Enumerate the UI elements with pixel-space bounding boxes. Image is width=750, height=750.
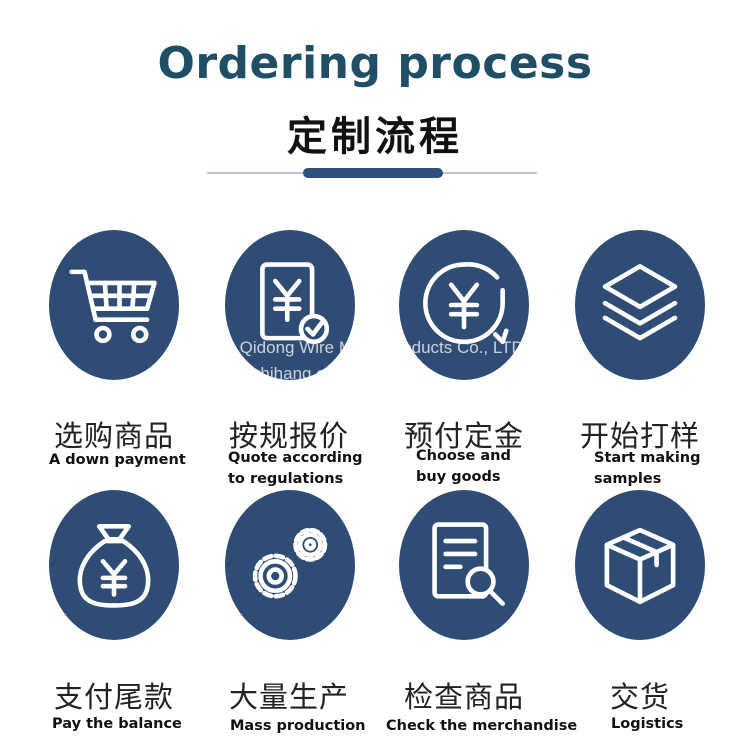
step-6-zh: 大量生产 bbox=[228, 680, 349, 714]
step-6-circle bbox=[225, 490, 355, 640]
shopping-cart-icon bbox=[69, 269, 157, 344]
watermark-url: https://apzhihang.en.china.cn/ bbox=[182, 364, 408, 383]
watermark: Anping Qidong Wire Mesh Products Co., LT… bbox=[182, 335, 524, 387]
step-1-circle-4 bbox=[575, 230, 705, 380]
page-title-en: Ordering process bbox=[157, 38, 593, 89]
step-4-en: Start making samples bbox=[594, 450, 701, 487]
step-3-zh: 预付定金 bbox=[403, 419, 524, 453]
step-4-zh: 开始打样 bbox=[579, 419, 700, 453]
gears-icon bbox=[252, 527, 328, 599]
step-1-circle-2 bbox=[225, 230, 355, 380]
step-2-zh: 按规报价 bbox=[228, 419, 349, 453]
step-1-circle bbox=[49, 230, 179, 380]
step-1-zh: 选购商品 bbox=[53, 419, 174, 453]
step-8-zh: 交货 bbox=[609, 680, 670, 714]
step-5-en: Pay the balance bbox=[52, 716, 182, 732]
step-8-circle bbox=[575, 490, 705, 640]
step-1-en: A down payment bbox=[49, 452, 186, 468]
step-7-en: Check the merchandise bbox=[386, 718, 578, 734]
step-8-en: Logistics bbox=[611, 716, 684, 732]
step-2-en: Quote according to regulations bbox=[228, 450, 363, 487]
step-5-circle bbox=[49, 490, 179, 640]
yuan-refresh-icon bbox=[423, 262, 509, 345]
layers-icon bbox=[602, 264, 678, 341]
watermark-company: Anping Qidong Wire Mesh Products Co., LT… bbox=[182, 338, 524, 357]
page-title-zh: 定制流程 bbox=[287, 114, 463, 160]
step-6-en: Mass production bbox=[230, 718, 366, 734]
step-7-circle bbox=[399, 490, 529, 640]
step-7-zh: 检查商品 bbox=[403, 680, 524, 714]
divider-bar bbox=[303, 168, 443, 178]
step-5-zh: 支付尾款 bbox=[53, 680, 174, 714]
step-3-en: Choose and buy goods bbox=[416, 448, 511, 485]
package-box-icon bbox=[604, 527, 676, 605]
price-document-icon bbox=[260, 262, 330, 345]
inspect-document-icon bbox=[432, 522, 505, 606]
money-bag-icon bbox=[77, 524, 151, 608]
step-1-circle-3 bbox=[399, 230, 529, 380]
